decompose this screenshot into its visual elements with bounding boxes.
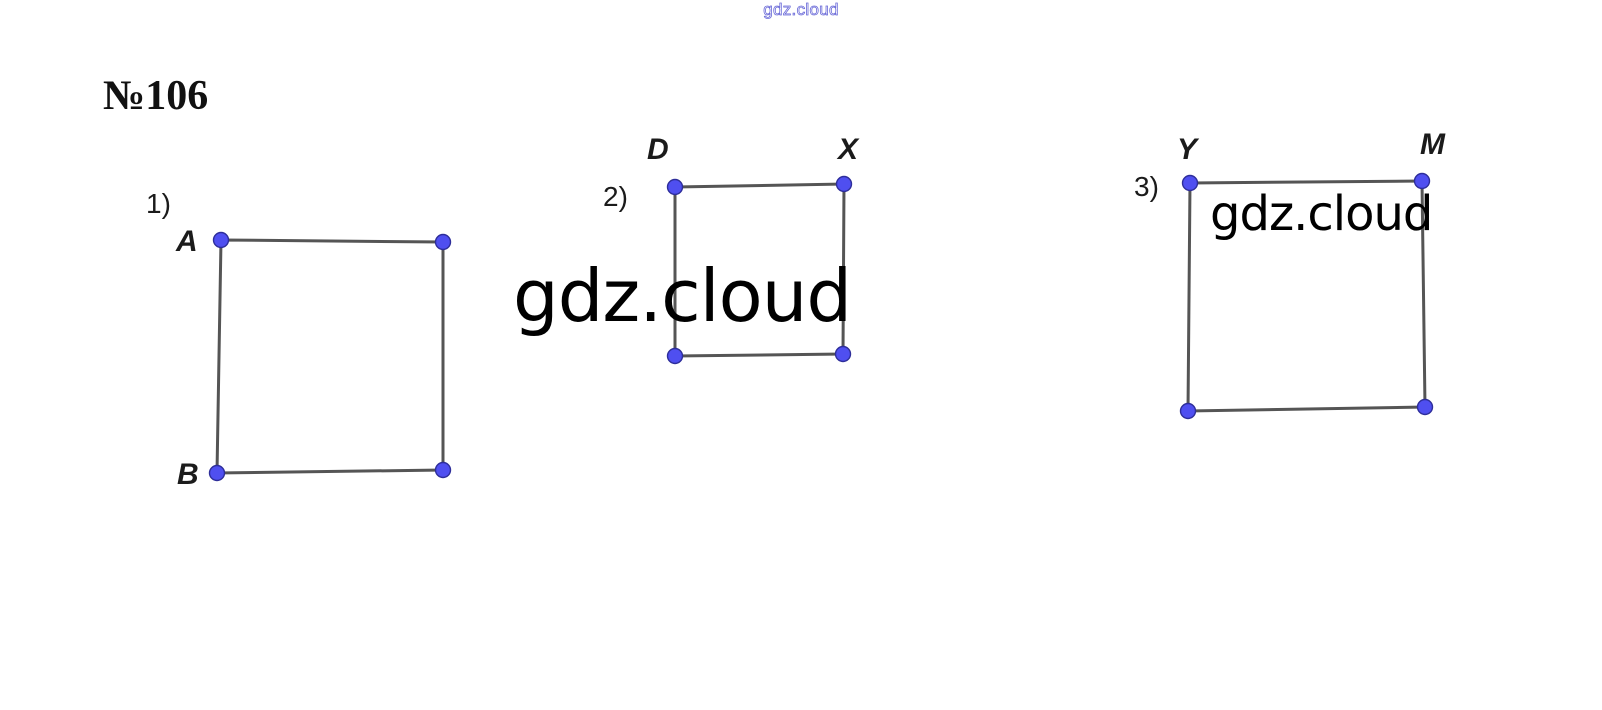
vertex-2-bottom-left — [666, 347, 684, 365]
vertex-3-bottom-left — [1179, 402, 1197, 420]
vertex-b — [208, 464, 226, 482]
problem-number: №106 — [103, 73, 209, 119]
part-label-2: 2) — [603, 181, 628, 212]
vertex-label-b: B — [177, 458, 199, 491]
vertex-1-bottom-right — [434, 461, 452, 479]
figure-1: 1) A B — [146, 188, 452, 491]
watermark-large: gdz.cloud — [513, 254, 852, 338]
figure-3: 3) Y M — [1134, 128, 1446, 420]
vertex-label-y: Y — [1177, 133, 1200, 166]
watermark-top: gdz.cloud — [763, 0, 839, 19]
vertex-d — [666, 178, 684, 196]
vertex-1-top-right — [434, 233, 452, 251]
vertex-x — [835, 175, 853, 193]
vertex-label-x: X — [836, 133, 860, 166]
vertex-m — [1413, 172, 1431, 190]
vertex-label-m: M — [1420, 128, 1446, 161]
part-label-1: 1) — [146, 188, 171, 219]
vertex-2-bottom-right — [834, 345, 852, 363]
figure-2: 2) D X — [603, 133, 860, 365]
square-1-outline — [215, 238, 445, 475]
vertex-label-d: D — [647, 133, 669, 166]
watermark-small: gdz.cloud — [1210, 186, 1433, 242]
vertex-a — [212, 231, 230, 249]
part-label-3: 3) — [1134, 171, 1159, 202]
vertex-y — [1181, 174, 1199, 192]
vertex-3-bottom-right — [1416, 398, 1434, 416]
vertex-label-a: A — [175, 225, 198, 258]
